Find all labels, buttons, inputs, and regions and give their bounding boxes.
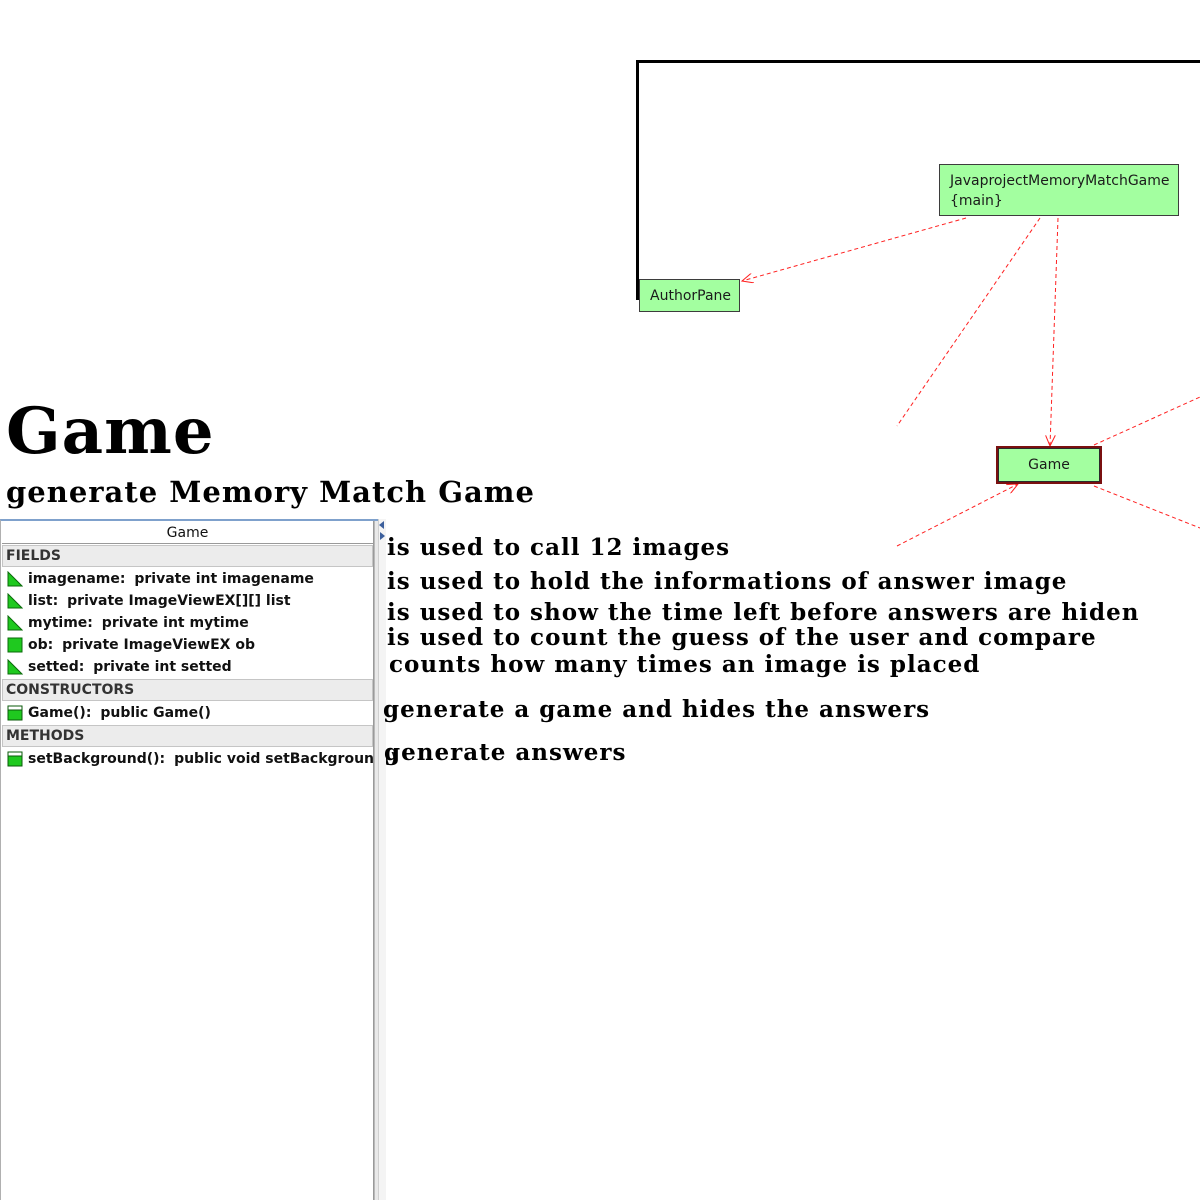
field-name: list: bbox=[28, 593, 59, 609]
public-method-icon bbox=[7, 751, 23, 767]
method-signature: public void setBackground() bbox=[174, 751, 397, 767]
dependency-main-to-game bbox=[1050, 217, 1059, 446]
dependency-offscreen-to-game bbox=[896, 484, 1018, 547]
dependency-game-to-offscreen-bottom bbox=[1093, 485, 1200, 529]
class-node-main-name: JavaprojectMemoryMatchGame bbox=[950, 173, 1170, 189]
fields-header: FIELDS bbox=[2, 545, 373, 567]
private-field-icon bbox=[7, 571, 23, 587]
class-node-game-name: Game bbox=[1028, 457, 1070, 473]
constructor-signature: public Game() bbox=[100, 705, 211, 721]
constructors-header: CONSTRUCTORS bbox=[2, 679, 373, 701]
class-node-main-stereotype: {main} bbox=[950, 193, 1003, 209]
panel-splitter[interactable] bbox=[378, 519, 386, 1200]
class-node-authorpane-name: AuthorPane bbox=[650, 288, 732, 304]
description-list: is used to hold the informations of answ… bbox=[387, 568, 1068, 595]
description-setbackground: generate answers bbox=[384, 739, 627, 766]
private-field-icon bbox=[7, 615, 23, 631]
field-signature: private int mytime bbox=[101, 615, 249, 631]
field-ob[interactable]: ob: private ImageViewEX ob bbox=[2, 634, 373, 656]
public-field-icon bbox=[7, 637, 23, 653]
dependency-game-to-offscreen-top bbox=[1093, 396, 1200, 446]
panel-scrollbar[interactable] bbox=[374, 521, 380, 1200]
field-name: ob: bbox=[28, 637, 54, 653]
field-name: setted: bbox=[28, 659, 85, 675]
field-signature: private ImageViewEX[][] list bbox=[67, 593, 291, 609]
constructor-game[interactable]: Game(): public Game() bbox=[2, 702, 373, 724]
method-setbackground[interactable]: setBackground(): public void setBackgrou… bbox=[2, 748, 397, 770]
class-node-game-selected[interactable]: Game bbox=[996, 446, 1102, 484]
class-panel-title: Game bbox=[2, 521, 373, 544]
page-title: Game bbox=[6, 394, 215, 469]
methods-header: METHODS bbox=[2, 725, 373, 747]
description-setted: counts how many times an image is placed bbox=[389, 651, 981, 678]
field-signature: private int imagename bbox=[134, 571, 314, 587]
public-method-icon bbox=[7, 705, 23, 721]
expand-right-icon[interactable] bbox=[380, 532, 385, 540]
class-node-main[interactable]: JavaprojectMemoryMatchGame {main} bbox=[939, 164, 1179, 216]
diagram-frame-left bbox=[636, 60, 639, 300]
field-signature: private ImageViewEX ob bbox=[62, 637, 255, 653]
class-detail-content: Game FIELDS imagename: private int image… bbox=[2, 521, 397, 1200]
collapse-left-icon[interactable] bbox=[379, 521, 384, 529]
class-detail-panel: Game FIELDS imagename: private int image… bbox=[0, 519, 397, 1200]
private-field-icon bbox=[7, 593, 23, 609]
field-list[interactable]: list: private ImageViewEX[][] list bbox=[2, 590, 373, 612]
field-setted[interactable]: setted: private int setted bbox=[2, 656, 373, 678]
private-field-icon bbox=[7, 659, 23, 675]
description-imagename: is used to call 12 images bbox=[387, 534, 731, 561]
constructor-name: Game(): bbox=[28, 705, 92, 721]
dependency-main-to-offscreen bbox=[896, 217, 1041, 427]
method-name: setBackground(): bbox=[28, 751, 166, 767]
field-imagename[interactable]: imagename: private int imagename bbox=[2, 568, 373, 590]
field-mytime[interactable]: mytime: private int mytime bbox=[2, 612, 373, 634]
diagram-frame-top bbox=[636, 60, 1200, 63]
field-signature: private int setted bbox=[93, 659, 232, 675]
description-mytime: is used to show the time left before ans… bbox=[387, 599, 1140, 626]
description-ob: is used to count the guess of the user a… bbox=[387, 624, 1097, 651]
dependency-main-to-author bbox=[742, 217, 967, 281]
description-constructor: generate a game and hides the answers bbox=[383, 696, 931, 723]
class-node-authorpane[interactable]: AuthorPane bbox=[639, 279, 740, 312]
field-name: mytime: bbox=[28, 615, 93, 631]
field-name: imagename: bbox=[28, 571, 126, 587]
page-subtitle: generate Memory Match Game bbox=[6, 475, 535, 509]
